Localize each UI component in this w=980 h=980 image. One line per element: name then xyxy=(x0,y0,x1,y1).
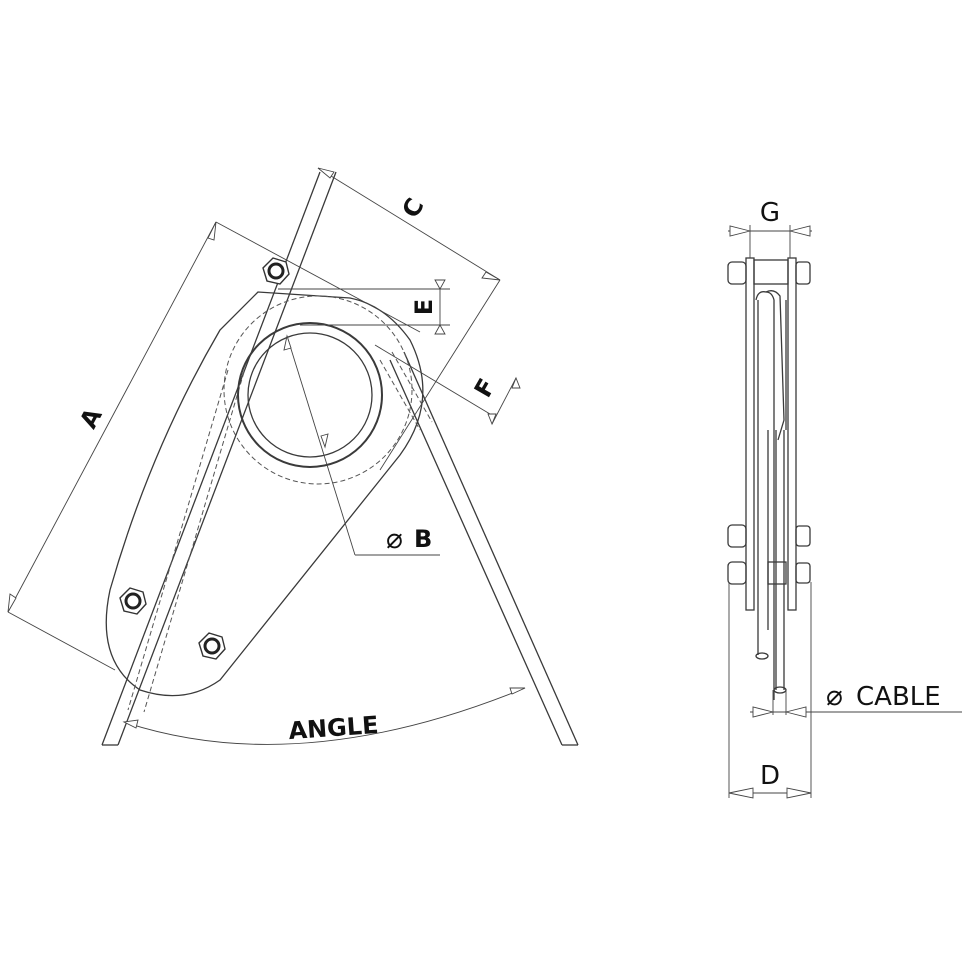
dimension-cable: ⌀ CABLE xyxy=(750,679,962,718)
label-cable: CABLE xyxy=(856,682,941,712)
dimension-d: D xyxy=(728,582,812,799)
dimension-f: F xyxy=(374,344,521,426)
cable-loop xyxy=(755,290,787,700)
inner-rods xyxy=(755,430,787,694)
dimension-angle: ANGLE xyxy=(122,687,526,745)
label-d: D xyxy=(760,761,780,791)
hidden-lines xyxy=(127,295,433,713)
nut-bottom xyxy=(198,632,226,660)
dimension-b: ⌀ B xyxy=(283,334,440,556)
right-leg xyxy=(389,351,579,746)
side-view: G ⌀ CABLE D xyxy=(727,198,962,799)
dimension-c: C xyxy=(317,167,501,471)
label-c: C xyxy=(397,193,430,222)
top-bolt xyxy=(727,259,811,285)
label-angle: ANGLE xyxy=(288,711,380,745)
bracket-plate xyxy=(105,291,424,697)
middle-bolts xyxy=(727,524,811,585)
label-g: G xyxy=(760,198,780,228)
plate-right xyxy=(787,257,797,611)
tube-ring xyxy=(237,322,383,468)
diameter-symbol-cable: ⌀ xyxy=(826,679,843,712)
label-b: B xyxy=(414,525,432,553)
label-a: A xyxy=(74,403,108,433)
nut-top xyxy=(262,257,290,285)
dimension-g: G xyxy=(728,198,812,258)
front-view: A C E F xyxy=(7,167,579,746)
dimension-e: E xyxy=(278,279,450,335)
plate-left xyxy=(745,257,755,611)
diameter-symbol-b: ⌀ xyxy=(386,522,403,555)
nut-left xyxy=(119,587,147,615)
label-f: F xyxy=(469,374,501,402)
label-e: E xyxy=(410,299,438,315)
